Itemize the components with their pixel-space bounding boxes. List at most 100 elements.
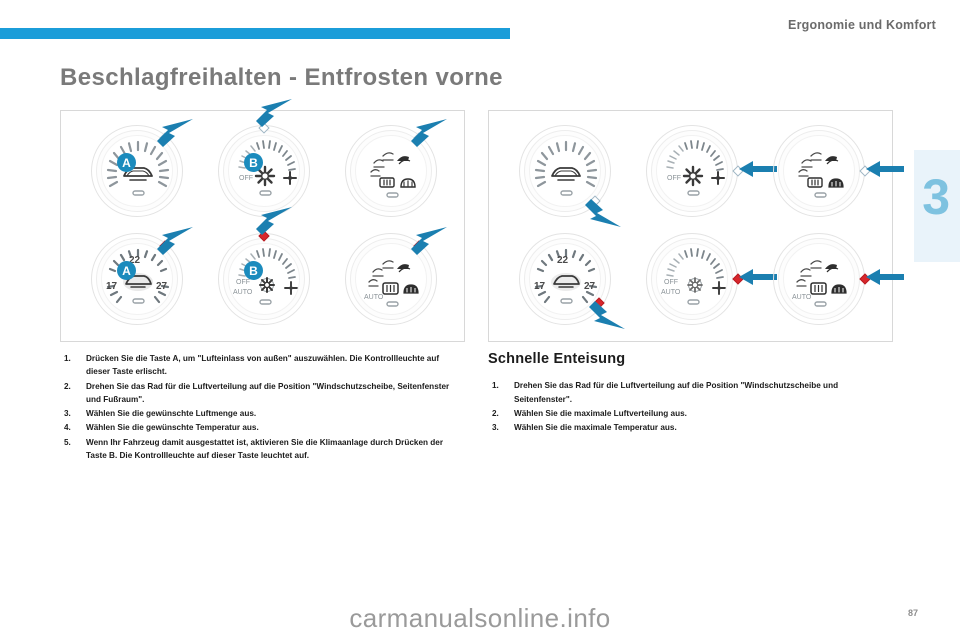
dial-label-off: OFF [664, 279, 678, 286]
side-window-defrost-icon [379, 177, 395, 188]
temperature-scale-icon: 22 17 27 [534, 248, 598, 304]
dial-face: OFF [228, 135, 300, 207]
dial-row-auto-right: 22 17 27 [489, 227, 904, 331]
air-distribution-dial[interactable]: AUTO [773, 233, 871, 325]
blower-scale-icon: OFF AUTO [233, 248, 298, 305]
illustration-panel-left: A [60, 99, 465, 342]
dial-detent-marker [814, 192, 827, 198]
step-text: Drücken Sie die Taste A, um "Lufteinlass… [86, 354, 440, 377]
temp-label-27: 27 [156, 281, 168, 292]
dial-cell-air-intake [507, 119, 621, 227]
fan-icon [259, 277, 275, 293]
callout-badge-a: A [117, 261, 136, 280]
dial-detent-marker [687, 299, 700, 305]
dial-detent-marker [259, 190, 272, 196]
step-number: 1. [64, 354, 71, 363]
callout-badge-b: B [244, 261, 263, 280]
blower-scale-icon: OFF [238, 140, 297, 196]
pointer-arrow-down-left-icon [256, 207, 292, 235]
windshield-defrost-icon [397, 156, 411, 165]
dial-cell-air-intake-a: A [79, 119, 193, 223]
side-window-defrost-icon [382, 282, 399, 295]
footwell-arrow-icon [370, 169, 381, 177]
chapter-tab [914, 150, 960, 262]
step-number: 2. [492, 409, 499, 419]
dial-detent-marker [132, 190, 145, 196]
header-accent-bar [0, 28, 510, 39]
dial-face: OFF [656, 135, 728, 207]
dial-detent-marker [132, 298, 145, 304]
dial-label-auto: AUTO [661, 289, 681, 296]
temp-label-17: 17 [106, 281, 118, 292]
dial-row-auto-left: 22 17 27 A [61, 207, 464, 331]
instructions-left: 1. Drücken Sie die Taste A, um "Lufteinl… [60, 352, 460, 463]
pointer-arrow-down-left-icon [157, 119, 193, 147]
dial-row-manual-right: OFF [489, 119, 904, 227]
air-intake-dial[interactable]: A [91, 125, 183, 217]
temp-label-17: 17 [534, 281, 546, 292]
pointer-arrow-down-left-icon [157, 227, 193, 255]
dial-cell-blower-auto: OFF AUTO [634, 227, 777, 331]
step-text: Drehen Sie das Rad für die Luftverteilun… [86, 381, 450, 404]
step-number: 3. [492, 423, 499, 433]
blower-speed-dial[interactable]: OFF AUTO [218, 230, 310, 325]
blower-speed-dial[interactable]: OFF [646, 125, 744, 217]
step-text: Wählen Sie die maximale Luftverteilung a… [514, 409, 687, 419]
max-fan-icon [711, 171, 725, 185]
pointer-arrow-down-left-icon [256, 99, 292, 127]
dial-cell-blower-b: OFF [206, 99, 316, 223]
blower-scale-icon: OFF [666, 140, 725, 196]
air-distribution-dial[interactable] [773, 125, 871, 217]
windshield-defrost-icon [397, 264, 411, 273]
step-text: Drehen Sie das Rad für die Luftverteilun… [514, 381, 839, 404]
list-item: 4. Wählen Sie die gewünschte Temperatur … [60, 421, 460, 434]
air-intake-dial[interactable] [519, 125, 611, 217]
dial-cell-blower-auto-b: OFF AUTO [206, 207, 316, 331]
temp-label-27: 27 [584, 281, 596, 292]
dial-face [783, 135, 855, 207]
step-number: 3. [64, 409, 71, 419]
site-watermark: carmanualsonline.info [349, 603, 611, 633]
fan-icon [682, 165, 704, 187]
car-recirculation-icon [551, 167, 581, 181]
step-number: 1. [492, 381, 499, 391]
dial-cell-air-distribution [761, 119, 904, 223]
temperature-scale-icon: 22 17 27 [106, 248, 170, 304]
list-item: 1. Drücken Sie die Taste A, um "Lufteinl… [60, 352, 460, 379]
temperature-dial[interactable]: 22 17 27 A [91, 233, 183, 325]
dial-label-off: OFF [667, 175, 681, 182]
list-item: 3. Wählen Sie die maximale Temperatur au… [488, 421, 888, 434]
dial-cell-temperature-a: 22 17 27 A [79, 227, 193, 331]
step-list-left: 1. Drücken Sie die Taste A, um "Lufteinl… [60, 352, 460, 462]
page-title: Beschlagfreihalten - Entfrosten vorne [60, 64, 503, 91]
dial-cell-temperature: 22 17 27 [507, 227, 625, 331]
chapter-title: Ergonomie und Komfort [788, 18, 936, 32]
dial-ring-outer [519, 233, 611, 325]
side-window-defrost-icon [810, 282, 827, 295]
max-fan-icon [284, 281, 298, 295]
step-text: Wenn Ihr Fahrzeug damit ausgestattet ist… [86, 437, 444, 460]
section-heading: Schnelle Enteisung [488, 351, 626, 367]
fan-icon [254, 165, 276, 187]
dial-ring-outer [345, 233, 437, 325]
instructions-right: Schnelle Enteisung 1. Drehen Sie das Rad… [488, 348, 888, 436]
dial-label-auto: AUTO [233, 289, 253, 296]
blower-speed-dial[interactable]: OFF [218, 122, 310, 217]
dial-face: 22 17 27 [101, 243, 173, 315]
dial-label-auto: AUTO [364, 294, 384, 301]
dial-ring-outer [91, 125, 183, 217]
blower-speed-dial[interactable]: OFF AUTO [646, 233, 744, 325]
windshield-defrost-icon [825, 264, 839, 273]
rear-defrost-icon [403, 284, 419, 294]
step-text: Wählen Sie die gewünschte Luftmenge aus. [86, 409, 257, 419]
dial-face: AUTO [355, 243, 427, 315]
dial-cell-air-distribution-auto: AUTO [333, 227, 447, 331]
pointer-arrow-down-left-icon [411, 227, 447, 255]
temperature-dial[interactable]: 22 17 27 [519, 233, 611, 325]
header-accent-bar-split [0, 39, 510, 42]
step-text: Wählen Sie die maximale Temperatur aus. [514, 423, 677, 433]
air-distribution-icons: AUTO [792, 260, 847, 307]
air-distribution-icons: AUTO [364, 260, 419, 307]
list-item: 2. Wählen Sie die maximale Luftverteilun… [488, 407, 888, 420]
dial-detent-marker [560, 298, 573, 304]
